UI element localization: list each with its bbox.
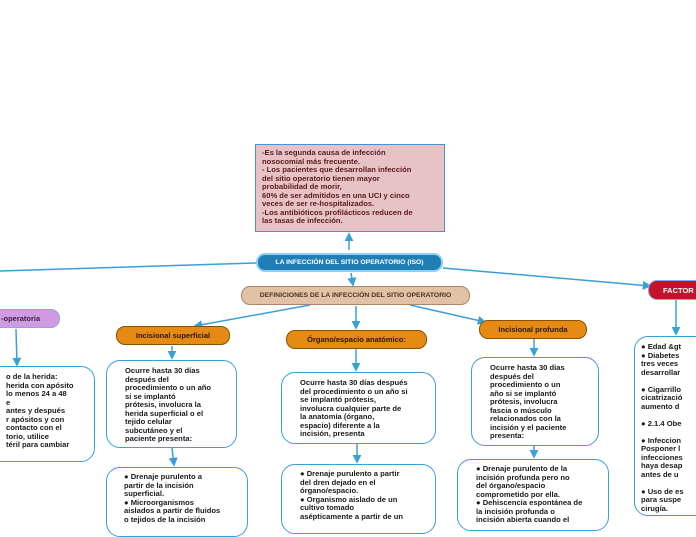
deep-description-text: Ocurre hasta 30 días después del procedi…	[490, 363, 567, 440]
right-topic-box: ● Edad &gt ● Diabetes tres veces desarro…	[634, 336, 696, 516]
right-topic[interactable]: FACTOR	[648, 280, 696, 300]
superficial-signs-box: ● Drenaje purulento a partir de la incis…	[106, 467, 248, 537]
category-incisional-deep[interactable]: Incisional profunda	[479, 320, 587, 339]
category-superficial-label: Incisional superficial	[135, 331, 211, 340]
category-deep-label: Incisional profunda	[498, 325, 568, 334]
deep-description-box: Ocurre hasta 30 días después del procedi…	[471, 357, 599, 446]
root-topic-label: LA INFECCIÓN DEL SITIO OPERATORIO (ISO)	[275, 259, 424, 266]
category-organ-space[interactable]: Órgano/espacio anatómico:	[286, 330, 427, 349]
left-topic[interactable]: -operatoria	[0, 309, 60, 328]
deep-signs-text: ● Drenaje purulento de la incisión profu…	[476, 464, 583, 524]
note-text: -Es la segunda causa de infección nosoco…	[262, 148, 413, 225]
connector-root-definitions	[347, 272, 357, 287]
right-box-text: ● Edad &gt ● Diabetes tres veces desarro…	[641, 342, 684, 513]
connector-left-box	[12, 328, 22, 367]
connector-def-superficial	[193, 304, 311, 330]
definitions-topic-label: DEFINICIONES DE LA INFECCIÓN DEL SITIO O…	[259, 292, 452, 299]
left-topic-box: o de la herida: herida con apósito lo me…	[0, 366, 95, 462]
root-topic[interactable]: LA INFECCIÓN DEL SITIO OPERATORIO (ISO)	[256, 253, 443, 272]
organ-signs-box: ● Drenaje purulento a partir del dren de…	[281, 464, 436, 534]
connector-superficial-signs	[168, 447, 178, 467]
deep-signs-box: ● Drenaje purulento de la incisión profu…	[457, 459, 609, 531]
organ-signs-text: ● Drenaje purulento a partir del dren de…	[300, 469, 403, 521]
connector-def-deep	[409, 304, 487, 325]
superficial-description-text: Ocurre hasta 30 días después del procedi…	[125, 366, 212, 443]
left-topic-label: -operatoria	[1, 314, 41, 323]
organ-description-text: Ocurre hasta 30 días después del procedi…	[300, 378, 408, 438]
connector-root-left	[0, 262, 257, 272]
category-incisional-superficial[interactable]: Incisional superficial	[116, 326, 230, 345]
right-topic-label: FACTOR	[663, 285, 694, 295]
note-box: -Es la segunda causa de infección nosoco…	[255, 144, 445, 232]
definitions-topic[interactable]: DEFINICIONES DE LA INFECCIÓN DEL SITIO O…	[241, 286, 470, 305]
connector-root-right	[442, 267, 652, 290]
organ-description-box: Ocurre hasta 30 días después del procedi…	[281, 372, 436, 444]
category-organ-label: Órgano/espacio anatómico:	[307, 335, 406, 344]
left-box-text: o de la herida: herida con apósito lo me…	[6, 372, 74, 449]
superficial-description-box: Ocurre hasta 30 días después del procedi…	[106, 360, 237, 448]
superficial-signs-text: ● Drenaje purulento a partir de la incis…	[124, 472, 221, 524]
connector-lines	[0, 232, 681, 467]
